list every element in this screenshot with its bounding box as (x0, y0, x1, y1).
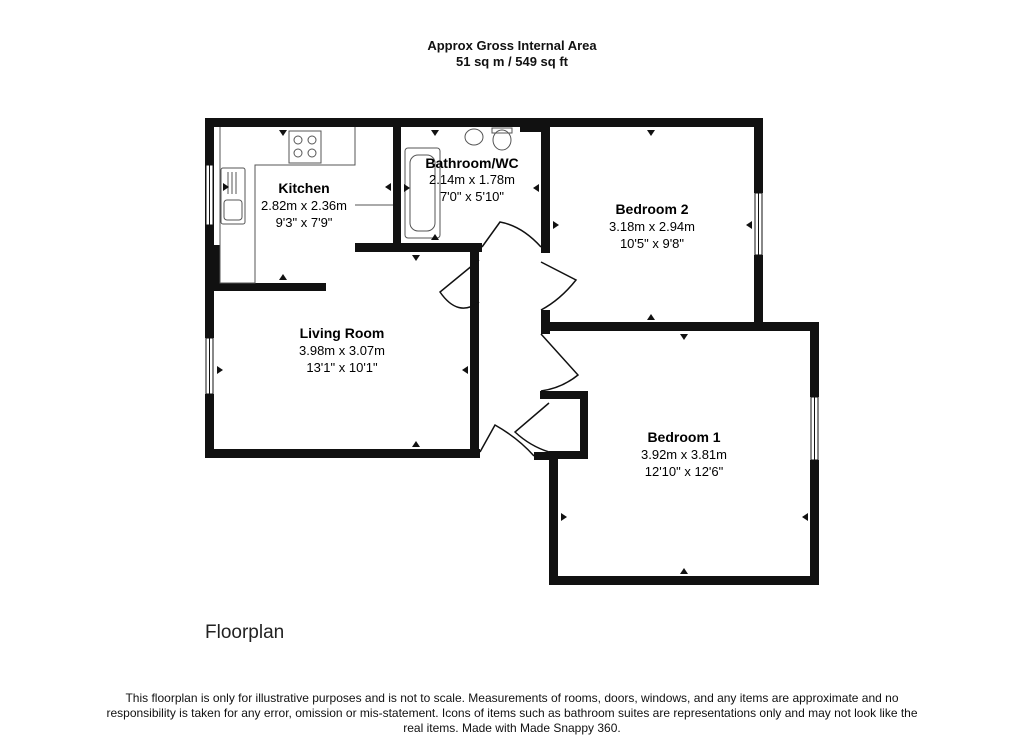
dimension-arrows (217, 130, 808, 574)
hob-icon (288, 130, 322, 164)
arrow-marker (431, 234, 439, 240)
wall-bed2-right-upper (754, 118, 763, 193)
room-dim-imperial: 13'1" x 10'1" (306, 360, 378, 375)
bath-inner-icon (409, 154, 436, 232)
arrow-marker (680, 568, 688, 574)
room-dim-imperial: 12'10" x 12'6" (645, 464, 724, 479)
room-name: Living Room (300, 325, 385, 341)
wall-cupboard-top (540, 391, 588, 399)
wall-living-bottom (205, 449, 480, 458)
kitchen-fixtures (219, 127, 393, 284)
wall-kitchen-bath (393, 127, 401, 247)
wall-bed1-bottom (549, 576, 819, 585)
wall-top (205, 118, 763, 127)
sink-basin-icon (223, 199, 243, 221)
wall-living-hall (470, 252, 479, 452)
door-cupboard (513, 402, 550, 453)
room-name: Kitchen (278, 180, 329, 196)
room-dim-metric: 2.82m x 2.36m (261, 198, 347, 213)
room-label-living: Living Room 3.98m x 3.07m 13'1" x 10'1" (299, 325, 385, 375)
arrow-marker (561, 513, 567, 521)
wall-bed2-bed1 (541, 322, 819, 331)
disclaimer-text: This floorplan is only for illustrative … (106, 691, 918, 735)
hob-ring-icon (293, 135, 303, 145)
bathroom-fixtures (404, 127, 513, 239)
arrow-marker (223, 183, 229, 191)
room-dim-metric: 3.92m x 3.81m (641, 447, 727, 462)
door-bedroom1 (540, 333, 580, 392)
arrow-marker (385, 183, 391, 191)
wall-left-lower (205, 394, 214, 458)
room-dim-metric: 3.18m x 2.94m (609, 219, 695, 234)
toilet-icon (492, 129, 512, 151)
arrow-marker (553, 221, 559, 229)
door-living (438, 259, 480, 309)
wall-bath-bottom (355, 243, 482, 252)
room-label-kitchen: Kitchen 2.82m x 2.36m 9'3" x 7'9" (261, 180, 347, 230)
arrow-marker (746, 221, 752, 229)
basin-icon (464, 128, 484, 146)
arrow-marker (680, 334, 688, 340)
arrow-marker (533, 184, 539, 192)
room-label-bedroom2: Bedroom 2 3.18m x 2.94m 10'5" x 9'8" (609, 201, 695, 251)
wall-bed1-left (549, 452, 558, 585)
area-title: Approx Gross Internal Area (427, 38, 597, 53)
arrow-marker (462, 366, 468, 374)
wall-cupboard-bottom (549, 451, 588, 459)
walls (205, 118, 819, 585)
arrow-marker (412, 441, 420, 447)
wall-left-upper (205, 118, 214, 338)
arrow-marker (431, 130, 439, 136)
arrow-marker (279, 130, 287, 136)
wall-hall-bottom (534, 452, 558, 460)
hob-ring-icon (307, 135, 317, 145)
doors (438, 221, 580, 457)
hob-ring-icon (307, 148, 317, 158)
bath-icon (404, 147, 441, 239)
wall-cupboard-right (580, 391, 588, 459)
arrow-marker (412, 255, 420, 261)
door-bathroom (481, 221, 542, 248)
wall-kitchen-stub (214, 245, 220, 287)
area-header: Approx Gross Internal Area 51 sq m / 549… (0, 38, 1024, 70)
wall-bath-bed2 (541, 127, 550, 253)
room-name: Bathroom/WC (425, 155, 518, 171)
room-dim-imperial: 10'5" x 9'8" (620, 236, 684, 251)
door-bedroom2 (540, 261, 578, 311)
cistern-icon (491, 127, 513, 134)
room-label-bathroom: Bathroom/WC 2.14m x 1.78m 7'0" x 5'10" (425, 155, 518, 204)
arrow-marker (802, 513, 808, 521)
wall-bed1-right-lower (810, 460, 819, 585)
room-dim-imperial: 7'0" x 5'10" (440, 189, 504, 204)
arrow-marker (279, 274, 287, 280)
arrow-marker (404, 184, 410, 192)
room-dim-metric: 2.14m x 1.78m (429, 172, 515, 187)
door-entrance (479, 423, 535, 457)
kitchen-counter (219, 127, 356, 284)
hob-ring-icon (293, 148, 303, 158)
room-label-bedroom1: Bedroom 1 3.92m x 3.81m 12'10" x 12'6" (641, 429, 727, 479)
room-dim-imperial: 9'3" x 7'9" (276, 215, 333, 230)
area-value: 51 sq m / 549 sq ft (456, 54, 568, 69)
arrow-marker (217, 366, 223, 374)
room-name: Bedroom 2 (615, 201, 688, 217)
wall-kitchen-living (214, 283, 326, 291)
room-name: Bedroom 1 (647, 429, 720, 445)
windows (205, 164, 819, 461)
room-dim-metric: 3.98m x 3.07m (299, 343, 385, 358)
arrow-marker (647, 314, 655, 320)
wall-bed1-right-upper (810, 322, 819, 397)
floorplan-label: Floorplan (205, 622, 285, 643)
sink-icon (220, 167, 246, 225)
wall-notch (520, 118, 542, 132)
wall-bed2-right-lower (754, 255, 763, 330)
arrow-marker (647, 130, 655, 136)
